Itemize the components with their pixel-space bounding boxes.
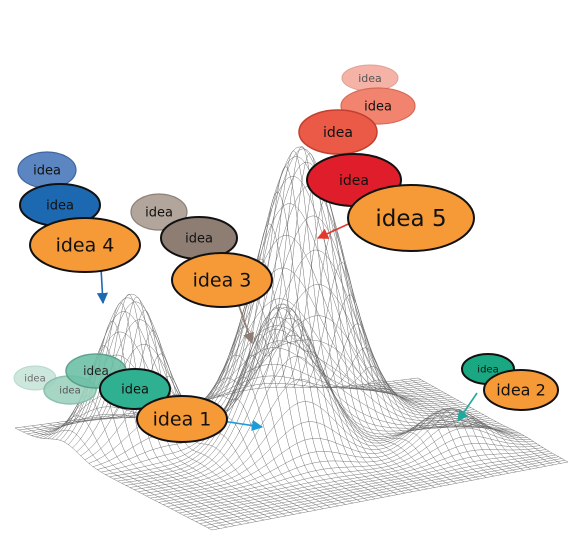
idea5-prev-2-shape bbox=[298, 109, 378, 155]
idea1-prev-4-text: idea bbox=[24, 374, 45, 385]
mesh-line-v bbox=[121, 307, 500, 484]
mesh-line-v bbox=[170, 435, 537, 509]
mesh-line-v bbox=[183, 449, 547, 516]
idea5-bubble: idea 5 bbox=[347, 184, 475, 252]
idea1-bubble-shape bbox=[136, 395, 228, 443]
mesh-line-v bbox=[101, 340, 484, 473]
idea4-prev-1-text: idea bbox=[46, 199, 74, 214]
mesh-line-v bbox=[187, 451, 550, 518]
mesh-line-v bbox=[195, 454, 556, 522]
mesh-line-v bbox=[166, 427, 534, 507]
idea2-bubble-text: idea 2 bbox=[496, 381, 546, 400]
mesh-line-v bbox=[207, 459, 565, 529]
idea4-bubble-shape bbox=[29, 217, 141, 273]
idea5-prev-4-text: idea bbox=[358, 72, 382, 85]
idea1-prev-1: idea bbox=[99, 368, 171, 410]
idea3-prev-2-text: idea bbox=[145, 206, 173, 221]
mesh-line-u bbox=[350, 385, 509, 474]
idea4-prev-2-text: idea bbox=[33, 164, 61, 179]
mesh-line-v bbox=[199, 456, 559, 524]
idea4-bubble-text: idea 4 bbox=[56, 235, 115, 257]
idea3-prev-2-shape bbox=[130, 193, 188, 231]
idea1-prev-1-shape bbox=[99, 368, 171, 410]
idea4-arrow bbox=[96, 267, 109, 305]
idea1-arrow bbox=[221, 419, 264, 432]
mesh-line-v bbox=[179, 447, 544, 514]
idea5-prev-2-text: idea bbox=[323, 125, 353, 141]
mesh-line-v bbox=[129, 334, 506, 488]
mesh-line-v bbox=[191, 452, 553, 520]
idea5-prev-1-text: idea bbox=[339, 173, 369, 189]
mesh-line-v bbox=[142, 401, 515, 495]
idea1-prev-2-text: idea bbox=[83, 364, 109, 378]
idea1-prev-1-text: idea bbox=[121, 383, 149, 398]
idea2-prev-1-text: idea bbox=[477, 365, 498, 376]
mesh-line-v bbox=[23, 375, 425, 433]
mesh-line-v bbox=[31, 347, 431, 436]
mesh-line-v bbox=[97, 339, 481, 470]
idea1-bubble-text: idea 1 bbox=[153, 409, 212, 431]
mesh-line-v bbox=[146, 409, 518, 497]
idea3-bubble: idea 3 bbox=[171, 252, 273, 308]
idea2-arrow bbox=[457, 392, 478, 422]
mesh-line-v bbox=[162, 420, 531, 505]
idea2-bubble: idea 2 bbox=[483, 369, 559, 411]
mesh-line-v bbox=[125, 317, 503, 486]
idea3-bubble-text: idea 3 bbox=[193, 270, 252, 292]
idea5-prev-2: idea bbox=[298, 109, 378, 155]
idea3-prev-1-text: idea bbox=[185, 232, 213, 247]
mesh-line-v bbox=[138, 378, 512, 492]
idea3-arrow bbox=[237, 302, 254, 345]
idea5-prev-4: idea bbox=[341, 64, 399, 92]
idea1-prev-3-text: idea bbox=[59, 386, 80, 397]
mesh-line-v bbox=[203, 458, 562, 526]
idea4-prev-2: idea bbox=[17, 151, 77, 189]
idea5-bubble-shape bbox=[347, 184, 475, 252]
mesh-line-v bbox=[175, 443, 540, 512]
mesh-line-v bbox=[64, 146, 456, 443]
idea1-bubble: idea 1 bbox=[136, 395, 228, 443]
mesh-line-v bbox=[35, 325, 434, 438]
idea5-prev-3-text: idea bbox=[364, 100, 392, 115]
idea2-bubble-shape bbox=[483, 369, 559, 411]
idea4-prev-1: idea bbox=[19, 183, 101, 227]
mesh-line-v bbox=[68, 148, 459, 445]
mesh-line-v bbox=[133, 356, 509, 490]
mesh-line-v bbox=[47, 235, 444, 439]
idea3-bubble-shape bbox=[171, 252, 273, 308]
idea4-bubble: idea 4 bbox=[29, 217, 141, 273]
mesh-line-v bbox=[211, 461, 569, 531]
mesh-line-u bbox=[300, 262, 465, 483]
idea3-prev-2: idea bbox=[130, 193, 188, 231]
idea5-bubble-text: idea 5 bbox=[375, 206, 446, 232]
